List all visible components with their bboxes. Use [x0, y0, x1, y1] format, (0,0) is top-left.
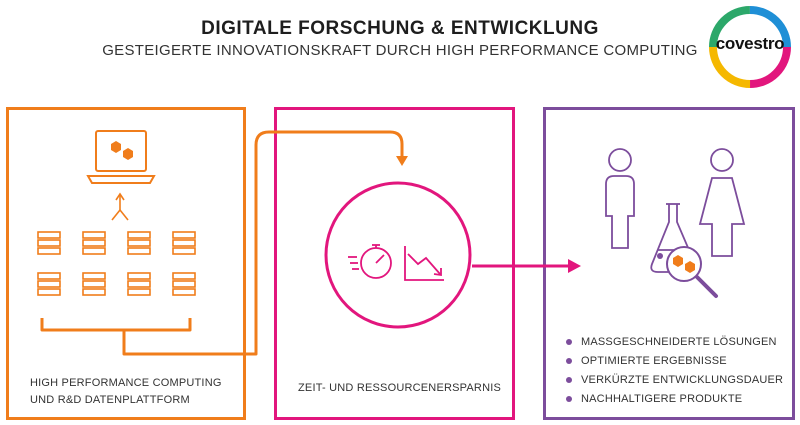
benefit-label: MASSGESCHNEIDERTE LÖSUNGEN: [581, 336, 777, 348]
laptop-icon: [86, 130, 156, 184]
panel-results: [543, 107, 795, 420]
savings-circle: [324, 181, 472, 329]
bullet-icon: [566, 358, 572, 364]
hpc-caption-line2: UND R&D DATENPLATTFORM: [30, 394, 190, 406]
page-subtitle: GESTEIGERTE INNOVATIONSKRAFT DURCH HIGH …: [102, 42, 698, 59]
benefit-label: OPTIMIERTE ERGEBNISSE: [581, 355, 727, 367]
stopwatch-icon: [348, 244, 392, 279]
output-arrow: [472, 259, 581, 273]
server-rack-icon: [37, 231, 196, 296]
list-item: MASSGESCHNEIDERTE LÖSUNGEN: [566, 333, 783, 352]
bullet-icon: [566, 377, 572, 383]
bullet-icon: [566, 396, 572, 402]
hpc-caption: HIGH PERFORMANCE COMPUTING UND R&D DATEN…: [30, 375, 222, 409]
split-arrow-icon: [111, 192, 129, 221]
person-female-icon: [698, 148, 746, 257]
benefit-label: NACHHALTIGERE PRODUKTE: [581, 393, 743, 405]
person-icon: [605, 148, 635, 249]
list-item: NACHHALTIGERE PRODUKTE: [566, 390, 783, 409]
panel-hpc: [6, 107, 246, 420]
hpc-caption-line1: HIGH PERFORMANCE COMPUTING: [30, 377, 222, 389]
savings-caption: ZEIT- UND RESSOURCENERSPARNIS: [298, 382, 502, 394]
page-title: DIGITALE FORSCHUNG & ENTWICKLUNG: [201, 18, 599, 39]
list-item: VERKÜRZTE ENTWICKLUNGSDAUER: [566, 371, 783, 390]
declining-chart-icon: [404, 246, 444, 281]
list-item: OPTIMIERTE ERGEBNISSE: [566, 352, 783, 371]
benefit-label: VERKÜRZTE ENTWICKLUNGSDAUER: [581, 374, 784, 386]
hexagon-molecule-icon: [111, 141, 133, 160]
covestro-logo: covestro: [707, 4, 793, 90]
logo-wordmark: covestro: [715, 34, 785, 53]
bullet-icon: [566, 339, 572, 345]
logo-ring-icon: [709, 6, 791, 88]
panel-savings: [274, 107, 515, 420]
benefits-list: MASSGESCHNEIDERTE LÖSUNGEN OPTIMIERTE ER…: [566, 333, 783, 409]
magnifier-icon: [657, 246, 718, 298]
connector-arrow: [40, 130, 408, 356]
